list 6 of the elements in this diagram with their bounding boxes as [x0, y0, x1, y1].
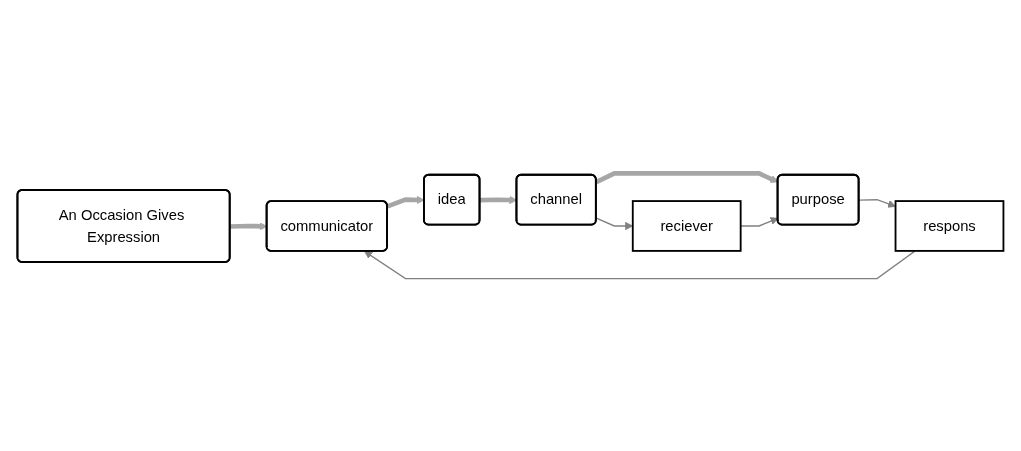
arrow	[364, 249, 916, 279]
node-box: reciever	[631, 199, 742, 252]
node-box: respons	[894, 199, 1005, 252]
arrow	[386, 195, 425, 208]
arrow	[858, 198, 896, 208]
arrow	[740, 216, 779, 227]
